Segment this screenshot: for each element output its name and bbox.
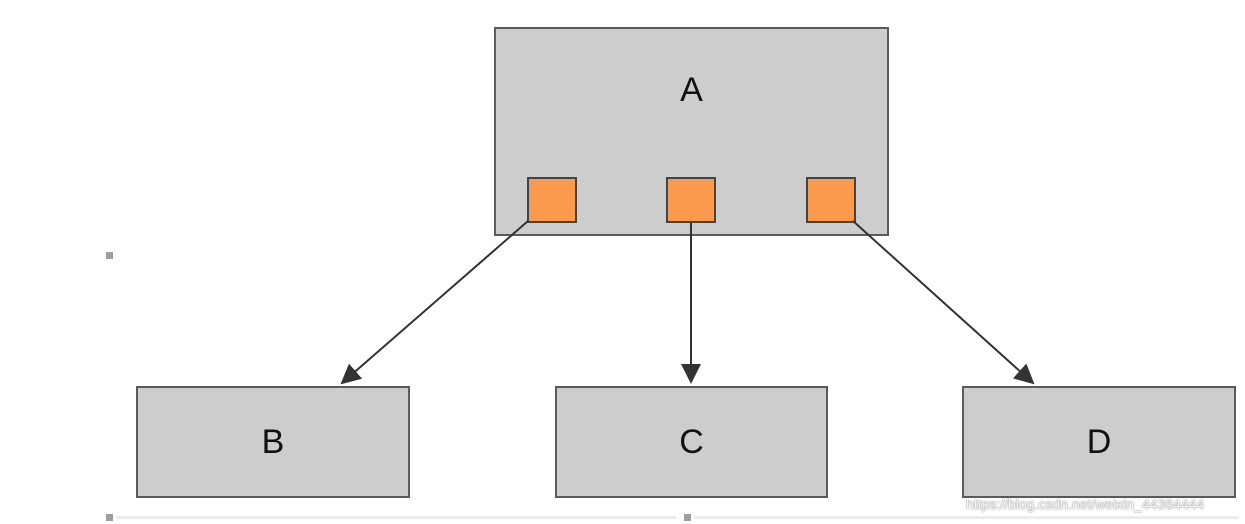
arrow-a-to-b [340,220,529,385]
node-a-label: A [680,71,703,109]
port-left [527,177,577,223]
node-b: B [136,386,410,498]
divider [694,516,1239,519]
watermark: https://blog.csdn.net/weixin_44364444 [966,496,1205,512]
list-bullet [106,514,113,521]
port-middle [666,177,716,223]
list-bullet [684,514,691,521]
arrow-a-to-d [852,220,1035,385]
list-bullet [106,252,113,259]
node-b-label: B [261,422,285,461]
node-c: C [555,386,828,498]
node-c-label: C [679,422,704,461]
node-d-label: D [1086,422,1112,461]
divider [116,516,676,519]
port-right [806,177,856,223]
node-d: D [962,386,1236,498]
